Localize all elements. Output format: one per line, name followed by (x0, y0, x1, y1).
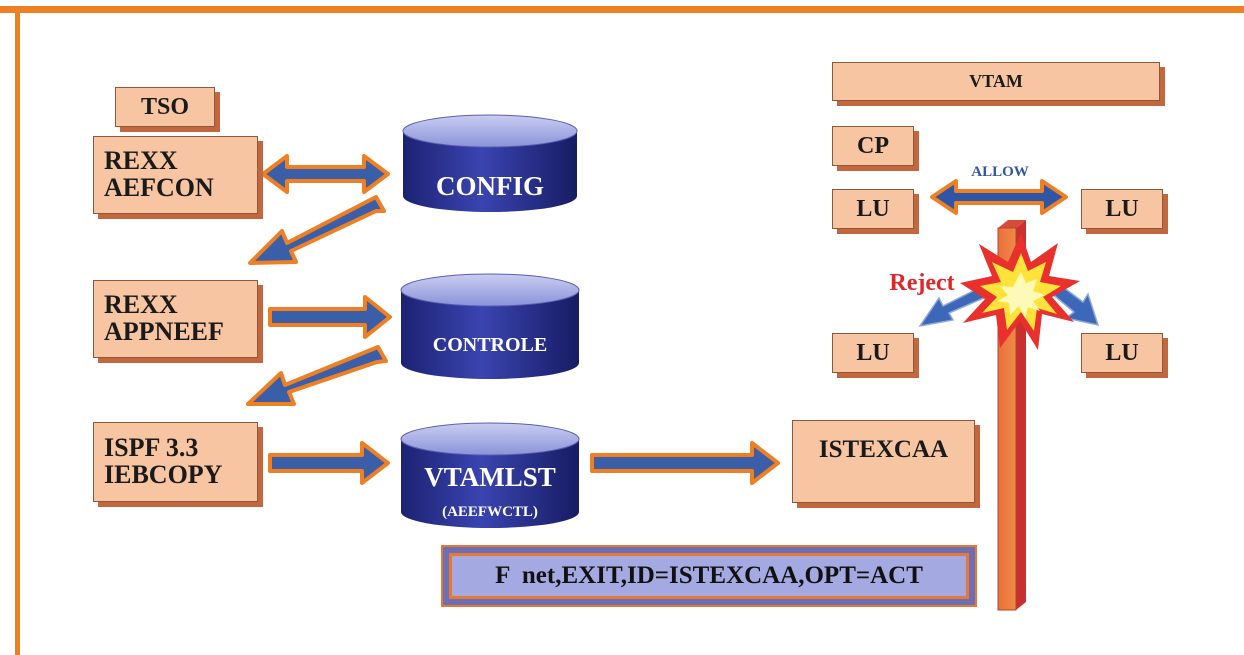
dataset-controle-label: CONTROLE (433, 334, 547, 356)
dataset-vtamlst-label: VTAMLST (424, 462, 556, 492)
cp-label: CP (857, 133, 889, 159)
tso-label: TSO (140, 94, 190, 120)
arrow-aefcon-config (261, 154, 390, 194)
lu-top-right-box: LU (1081, 189, 1163, 229)
allow-label: ALLOW (971, 164, 1029, 180)
lu-top-right-label: LU (1105, 196, 1139, 222)
tso-box: TSO (115, 87, 215, 127)
lu-bottom-left-box: LU (832, 333, 914, 373)
vtam-label: VTAM (969, 71, 1023, 91)
arrow-allow-lu-lu (930, 179, 1068, 215)
cp-box: CP (832, 126, 914, 166)
dataset-config-cylinder: CONFIG (402, 114, 578, 212)
dataset-config-label: CONFIG (436, 171, 544, 201)
istexcaa-box: ISTEXCAA (792, 420, 975, 503)
ispf-label: ISPF 3.3 IEBCOPY (104, 433, 223, 490)
vtam-box: VTAM (832, 62, 1160, 101)
arrow-ispf-vtamlst (268, 441, 390, 485)
lu-bottom-left-label: LU (856, 340, 890, 366)
rexx-aefcon-label: REXX AEFCON (104, 146, 214, 203)
istexcaa-label: ISTEXCAA (818, 436, 949, 463)
arrow-controle-ispf (246, 345, 388, 406)
arrow-vtamlst-istexcaa (590, 441, 780, 485)
frame-top-border (0, 6, 1244, 13)
dataset-controle-cylinder: CONTROLE (400, 273, 580, 379)
lu-bottom-right-label: LU (1105, 340, 1139, 366)
frame-left-border (15, 6, 20, 655)
command-box: F net,EXIT,ID=ISTEXCAA,OPT=ACT (441, 545, 977, 607)
lu-top-left-box: LU (832, 189, 914, 229)
dataset-vtamlst-sublabel: (AEEFWCTL) (442, 504, 538, 520)
rexx-appneef-label: REXX APPNEEF (104, 290, 224, 347)
explosion-burst-icon (960, 233, 1080, 350)
rexx-appneef-box: REXX APPNEEF (93, 280, 258, 358)
lu-bottom-right-box: LU (1081, 333, 1163, 373)
arrow-config-appneef (248, 195, 386, 265)
reject-label: Reject (889, 270, 954, 296)
arrow-appneef-controle (268, 295, 392, 339)
rexx-aefcon-box: REXX AEFCON (93, 136, 258, 214)
command-text: F net,EXIT,ID=ISTEXCAA,OPT=ACT (449, 553, 969, 599)
lu-top-left-label: LU (856, 196, 890, 222)
dataset-vtamlst-cylinder: VTAMLST (AEEFWCTL) (400, 422, 580, 528)
ispf-box: ISPF 3.3 IEBCOPY (93, 422, 258, 502)
